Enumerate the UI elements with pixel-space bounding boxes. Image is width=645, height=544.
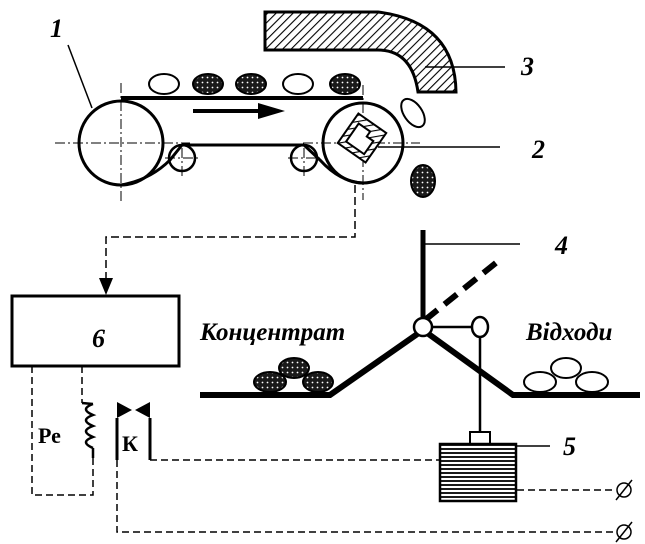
relay-contact — [115, 402, 152, 460]
label-6: 6 — [92, 324, 105, 353]
sensor-element — [336, 112, 388, 164]
label-3: 3 — [520, 52, 534, 81]
feed-chute — [263, 10, 458, 94]
control-block — [10, 294, 181, 368]
belt-bottom-left — [120, 144, 184, 187]
particles-on-belt — [148, 73, 436, 198]
label-concentrate: Концентрат — [199, 319, 345, 346]
actuator-cap — [469, 431, 491, 445]
relay-wire — [31, 366, 94, 496]
supply-wire-bottom — [116, 460, 615, 533]
label-contact: К — [122, 431, 138, 456]
label-2: 2 — [531, 135, 545, 164]
label-waste: Відходи — [525, 319, 612, 346]
label-1: 1 — [50, 14, 63, 43]
lever-joint — [470, 315, 490, 339]
relay-coil — [81, 401, 97, 458]
label-relay: Ре — [38, 423, 61, 448]
flap-alt-position — [423, 259, 499, 323]
terminal-top — [615, 479, 633, 501]
actuator-body — [438, 442, 518, 503]
signal-link-arrowhead — [99, 278, 113, 295]
label-5: 5 — [563, 432, 576, 461]
flap-pivot — [412, 316, 434, 338]
leader-1 — [67, 44, 93, 109]
terminal-bottom — [615, 521, 633, 543]
belt-bottom-right — [302, 143, 364, 185]
signal-link — [105, 185, 356, 280]
waste-particles — [523, 357, 609, 393]
belt-direction-arrowhead — [258, 103, 285, 119]
concentrate-particles — [253, 357, 334, 393]
label-4: 4 — [554, 231, 568, 260]
